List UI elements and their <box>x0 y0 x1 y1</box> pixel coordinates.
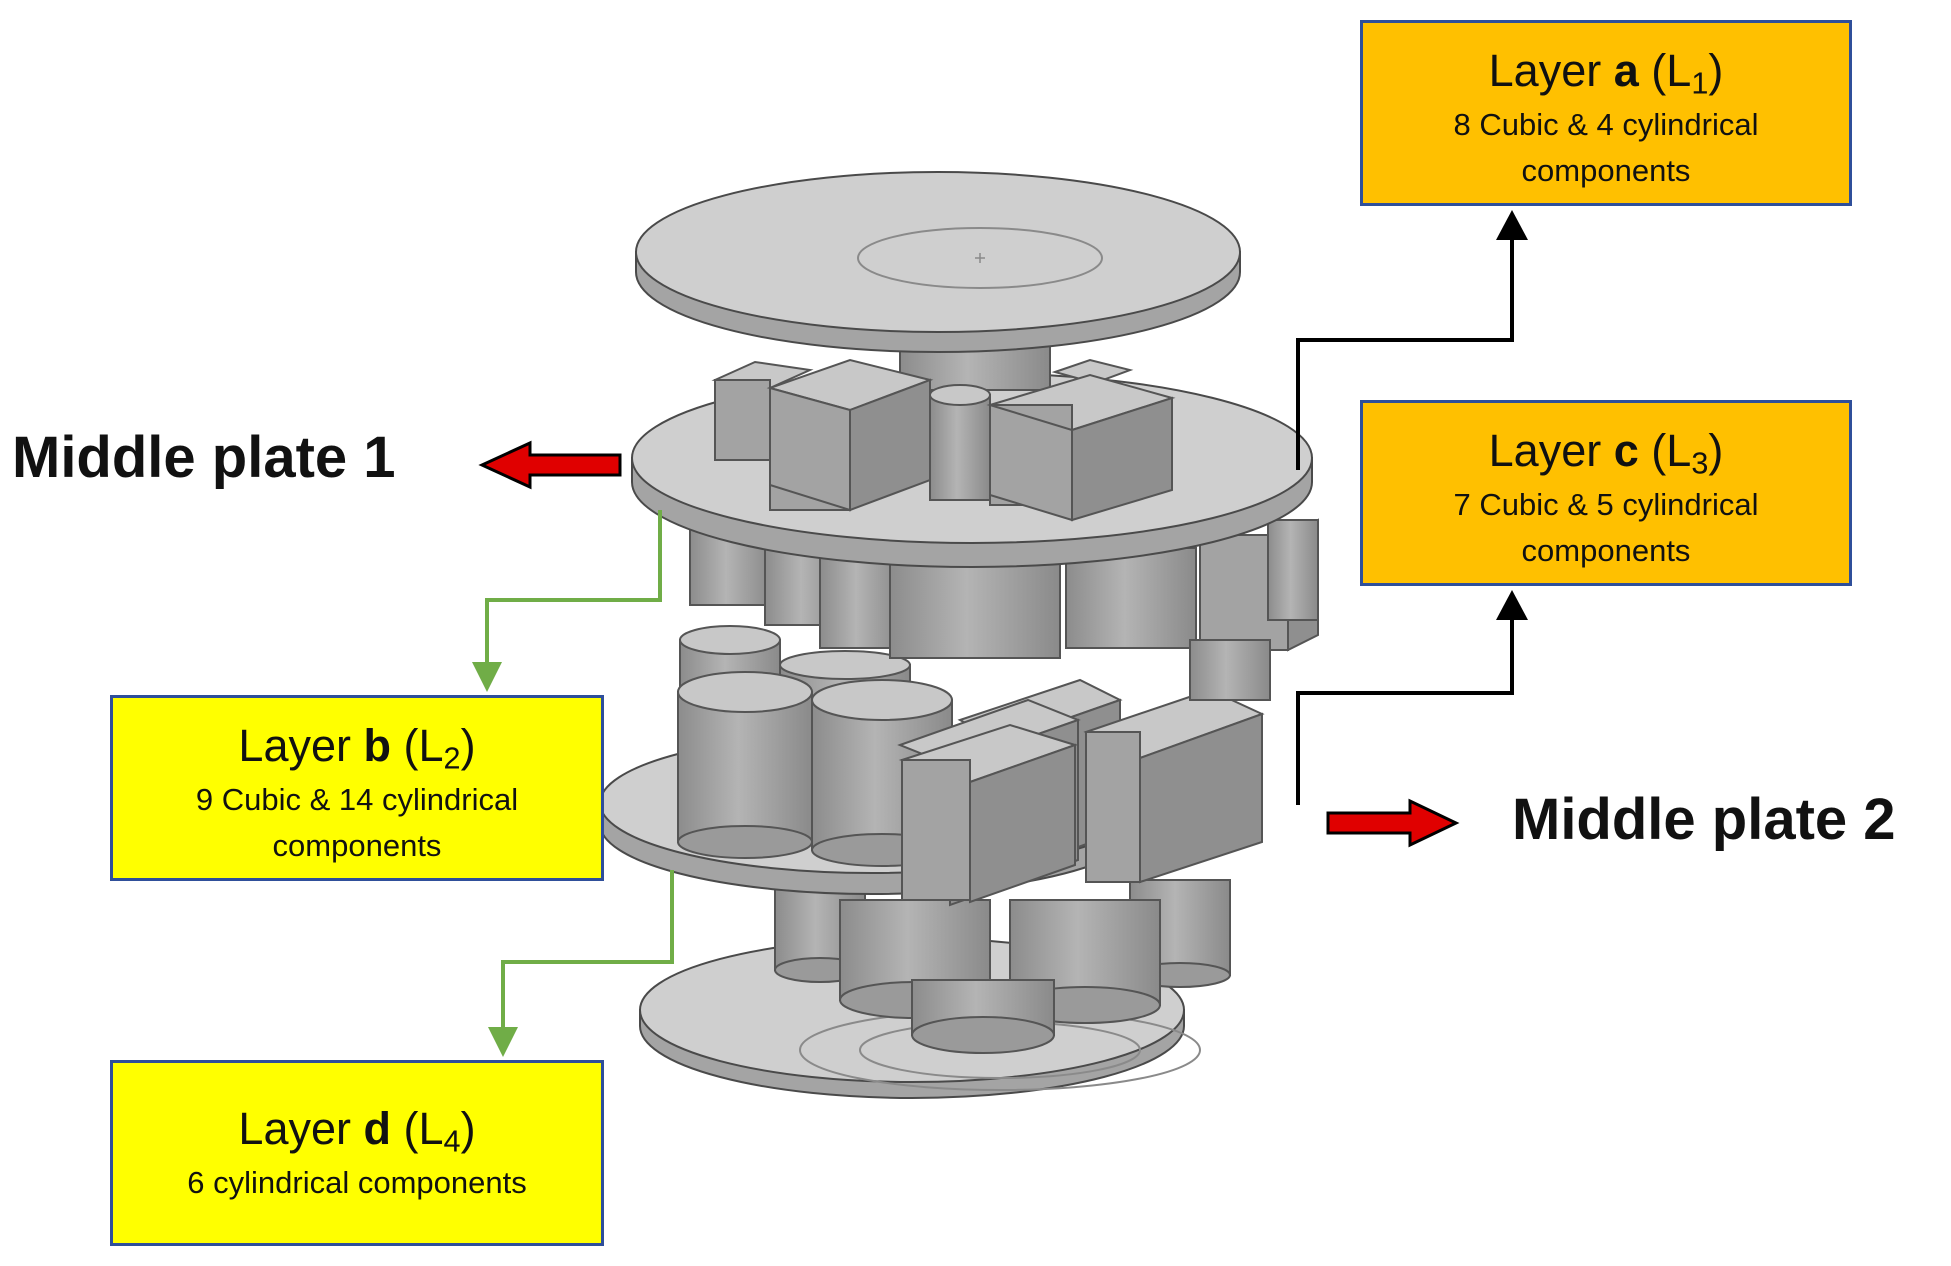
cube-component <box>766 358 934 512</box>
connector-plate1-to-layer-b <box>472 510 662 692</box>
layer-a-title: Layer a (L1) <box>1488 45 1724 101</box>
connector-plate2-to-layer-c <box>1296 590 1528 805</box>
layer-b-components <box>689 518 1319 701</box>
layer-b-box: Layer b (L2) 9 Cubic & 14 cylindrical co… <box>110 695 604 881</box>
cube-component <box>1083 688 1265 884</box>
layer-b-title: Layer b (L2) <box>238 720 476 776</box>
red-arrow-middle-plate-1 <box>478 440 622 490</box>
layer-c-box: Layer c (L3) 7 Cubic & 5 cylindrical com… <box>1360 400 1852 586</box>
cylinder-component <box>929 384 991 501</box>
cylinder-component <box>1189 639 1271 701</box>
middle-plate-1-label: Middle plate 1 <box>12 425 396 490</box>
cube-component <box>986 373 1176 522</box>
layer-a-description: 8 Cubic & 4 cylindrical components <box>1453 106 1759 189</box>
layer-c-components <box>677 625 1265 907</box>
layer-d-components <box>774 879 1231 1054</box>
connector-plate1-to-layer-a <box>1296 210 1528 470</box>
layer-a-box: Layer a (L1) 8 Cubic & 4 cylindrical com… <box>1360 20 1852 206</box>
layer-c-title: Layer c (L3) <box>1488 425 1724 481</box>
cylinder-component <box>1267 519 1319 621</box>
cylinder-component <box>677 671 813 859</box>
layer-d-title: Layer d (L4) <box>238 1103 476 1159</box>
layer-d-description: 6 cylindrical components <box>187 1164 527 1200</box>
cube-component <box>711 360 814 461</box>
cylinder-component <box>1065 547 1197 649</box>
cylinder-component <box>911 979 1055 1054</box>
layer-a-components <box>711 334 1176 522</box>
connector-plate2-to-layer-d <box>488 870 674 1057</box>
top-plate <box>635 171 1241 353</box>
red-arrow-middle-plate-2 <box>1326 798 1460 848</box>
middle-plate-2-label: Middle plate 2 <box>1512 787 1896 852</box>
layer-d-box: Layer d (L4) 6 cylindrical components <box>110 1060 604 1246</box>
layer-c-description: 7 Cubic & 5 cylindrical components <box>1453 486 1759 569</box>
cube-component <box>898 723 1079 904</box>
layer-b-description: 9 Cubic & 14 cylindrical components <box>195 781 519 864</box>
